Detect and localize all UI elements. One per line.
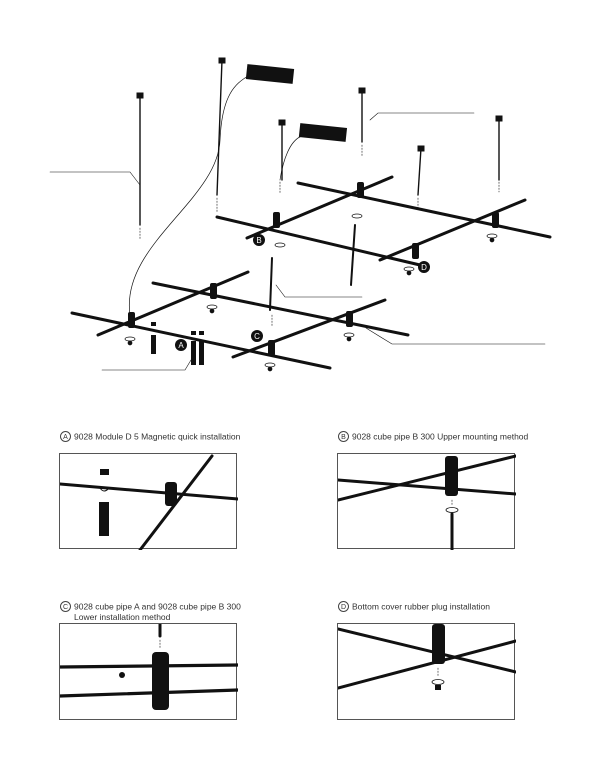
down-arrows bbox=[139, 144, 500, 327]
callout-c-text: C bbox=[254, 332, 260, 341]
detail-c-letter: C bbox=[60, 601, 71, 613]
power-cables bbox=[128, 75, 303, 316]
cable-caps bbox=[136, 57, 503, 152]
driver-boxes bbox=[245, 64, 348, 142]
callout-a-text: A bbox=[178, 341, 184, 350]
rubber-plugs bbox=[124, 213, 498, 372]
driver-box-middle bbox=[298, 123, 348, 142]
detail-c-panel bbox=[59, 623, 238, 720]
driver-box-top bbox=[245, 64, 295, 84]
main-assembly-diagram: A B C D bbox=[49, 57, 552, 372]
junction-connectors bbox=[128, 182, 499, 356]
detail-a-letter: A bbox=[60, 431, 71, 443]
callout-b-badge bbox=[253, 234, 265, 246]
leader-lines bbox=[49, 112, 546, 371]
suspension-wires bbox=[139, 59, 500, 226]
detail-d-panel bbox=[337, 623, 516, 720]
detail-a-title: 9028 Module D 5 Magnetic quick installat… bbox=[74, 431, 241, 442]
detail-b-panel bbox=[337, 453, 516, 550]
callout-labels: A B C D bbox=[175, 234, 430, 351]
detail-c-title: 9028 cube pipe A and 9028 cube pipe B 30… bbox=[74, 601, 241, 612]
callout-d-text: D bbox=[421, 263, 427, 272]
detail-a-panel bbox=[59, 453, 238, 550]
upper-grid bbox=[215, 175, 552, 267]
lower-grid bbox=[70, 270, 410, 370]
detail-d-title: Bottom cover rubber plug installation bbox=[352, 601, 490, 612]
detail-b-letter: B bbox=[338, 431, 349, 443]
detail-c-title-line2: Lower installation method bbox=[74, 612, 171, 623]
callout-a-badge bbox=[175, 339, 187, 351]
callout-c-badge bbox=[251, 330, 263, 342]
vertical-rods bbox=[269, 224, 356, 311]
detail-b-title: 9028 cube pipe B 300 Upper mounting meth… bbox=[352, 431, 529, 442]
detail-d-letter: D bbox=[338, 601, 349, 613]
callout-b-text: B bbox=[256, 236, 261, 245]
callout-d-badge bbox=[418, 261, 430, 273]
loose-modules bbox=[151, 322, 204, 365]
